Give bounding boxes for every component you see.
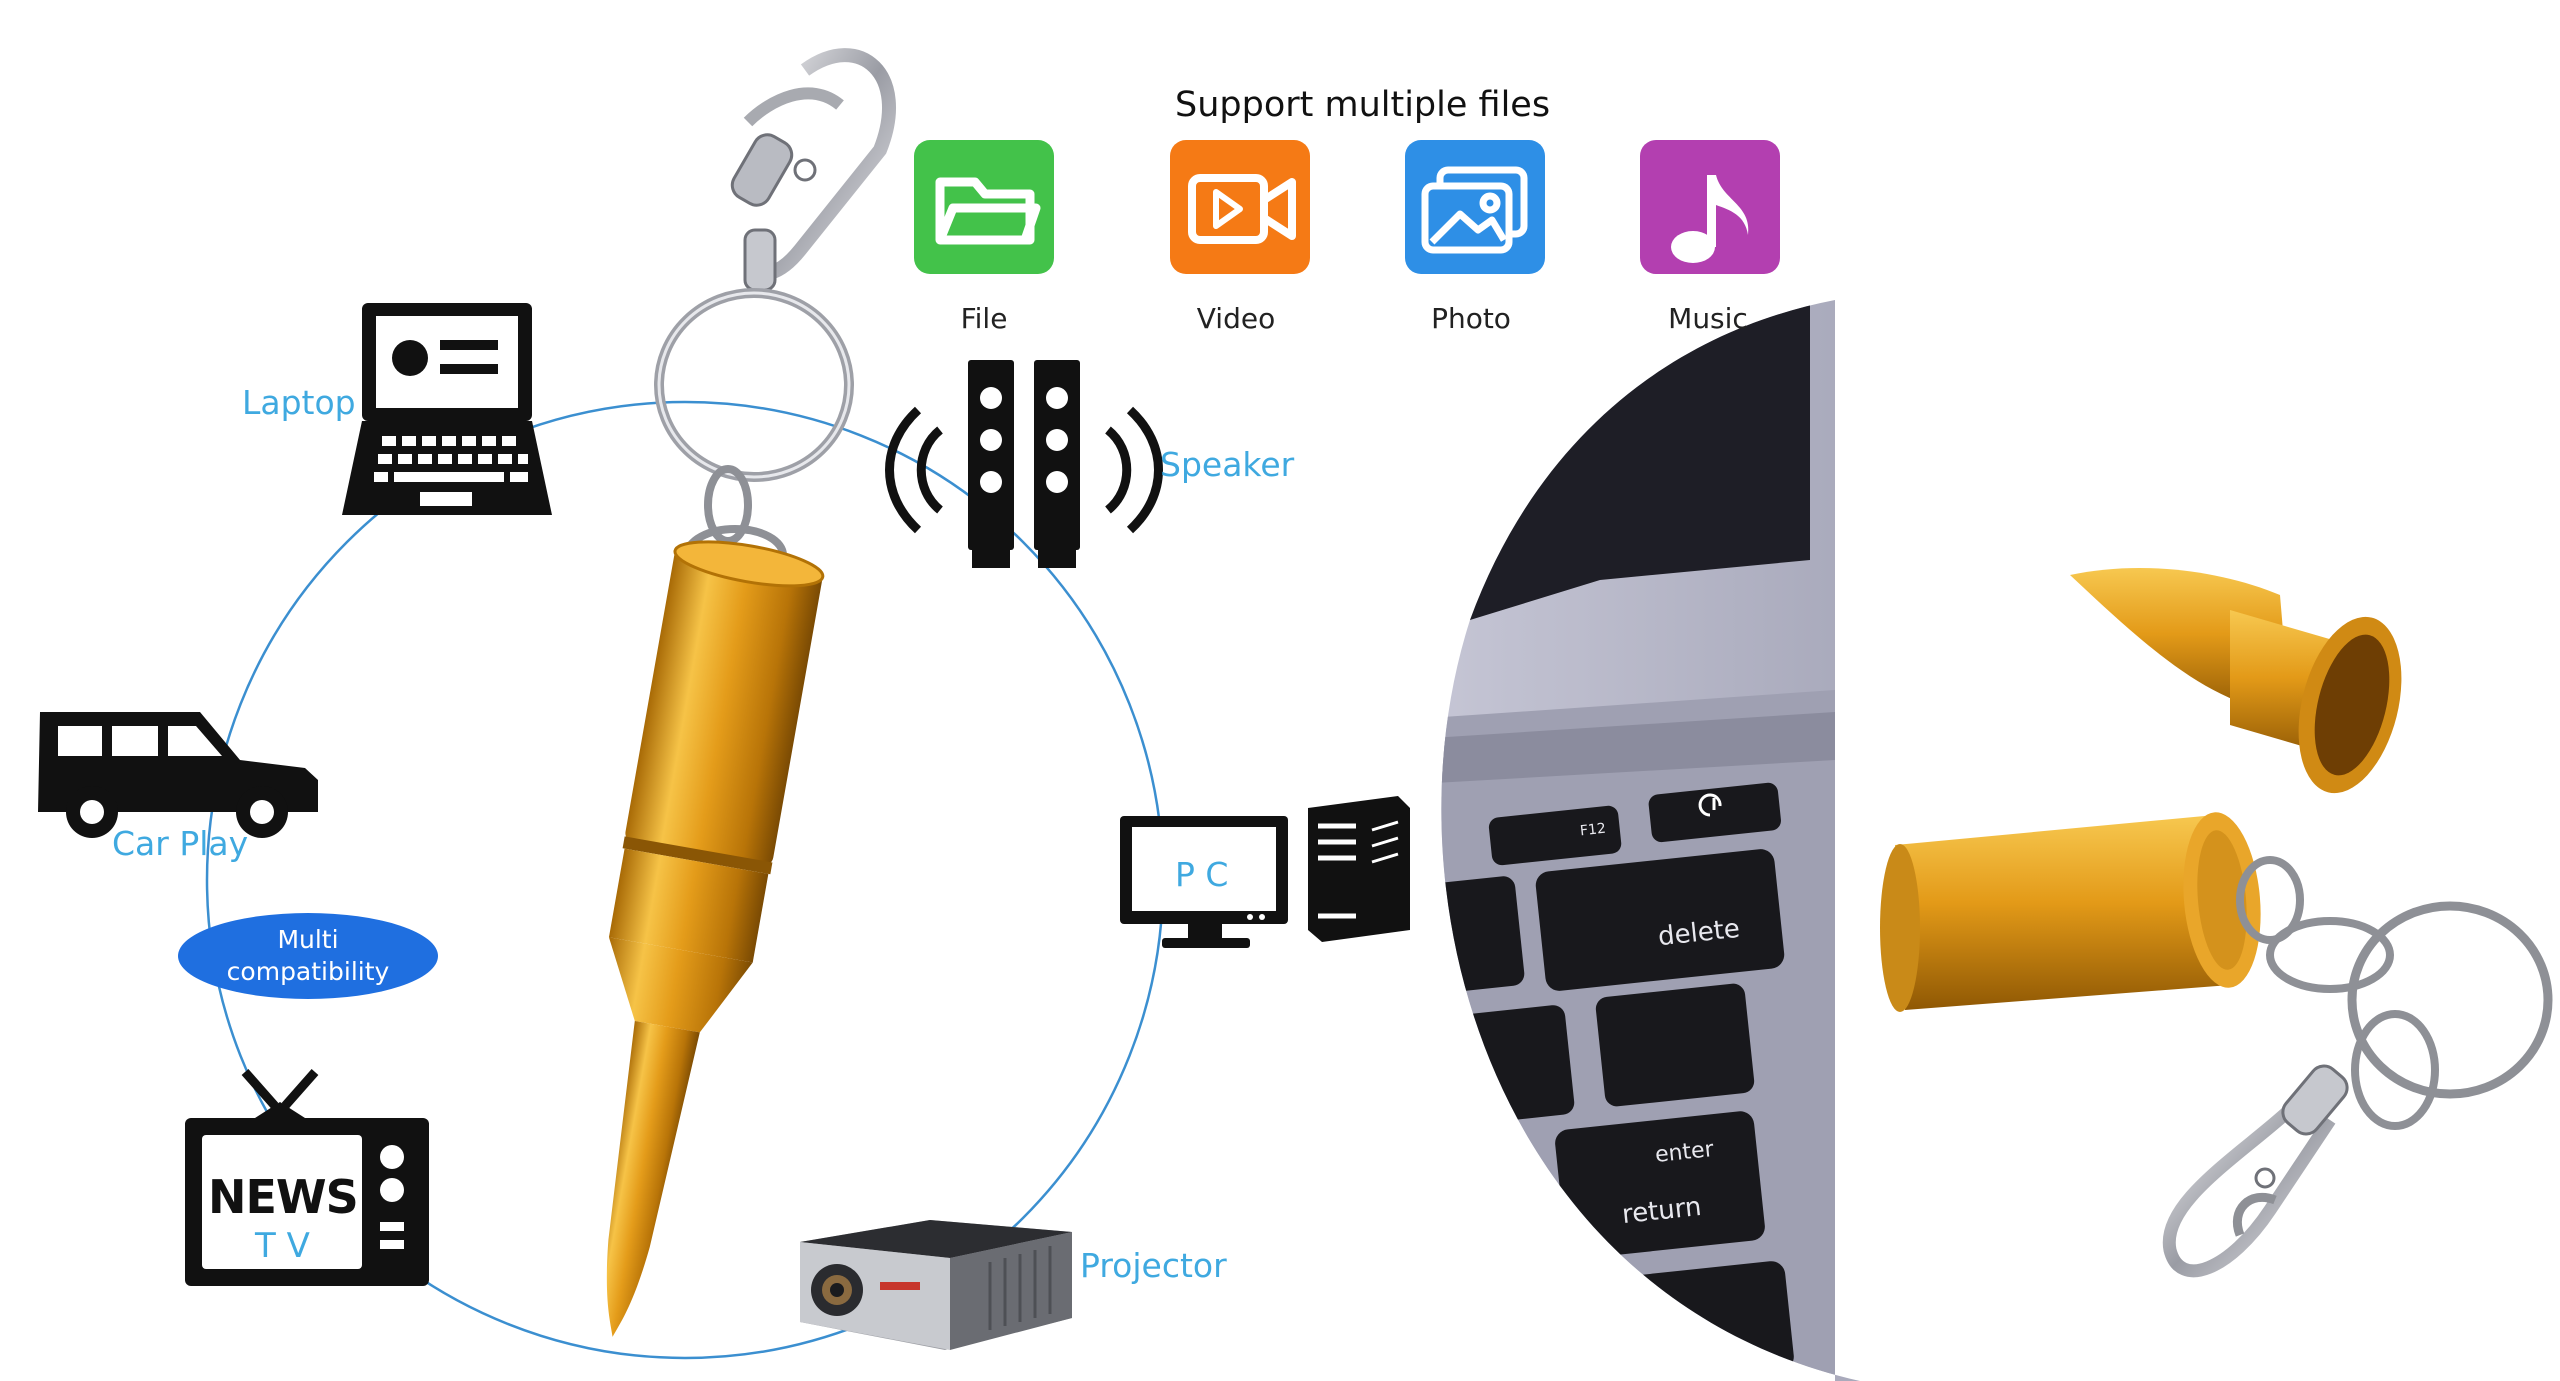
file-type-label-video: Video [1196, 302, 1276, 335]
tv-label-tv: T V [255, 1226, 310, 1266]
device-label-speaker: Speaker [1160, 445, 1295, 484]
music-icon [1671, 175, 1749, 263]
device-label-laptop: Laptop [242, 383, 356, 422]
photo-icon [1421, 166, 1528, 254]
device-label-projector: Projector [1080, 1246, 1227, 1285]
file-type-label-file: File [960, 302, 1008, 335]
header-title: Support multiple files [1175, 85, 1551, 125]
badge-line-2: compatibility [226, 957, 390, 986]
tv-label-news: NEWS [208, 1170, 359, 1224]
file-type-label-music: Music [1668, 302, 1748, 335]
tv-icon [185, 1069, 429, 1286]
car-icon [38, 712, 318, 838]
key-label-f12: F12 [1579, 820, 1607, 840]
folder-icon [935, 177, 1041, 245]
projector-image [800, 1220, 1072, 1350]
file-type-label-photo: Photo [1431, 302, 1511, 335]
multi-compatibility-badge: Multi compatibility [178, 913, 438, 999]
device-label-pc: P C [1175, 855, 1229, 894]
speaker-icon [885, 360, 1163, 568]
laptop-closeup [1441, 300, 1860, 1381]
pc-icon [1120, 796, 1410, 948]
bullet-cap [2070, 567, 2402, 794]
bullet-usb-drive [606, 540, 825, 1337]
laptop-icon [342, 303, 552, 515]
keychain-right [2162, 856, 2553, 1278]
badge-line-1: Multi [277, 925, 339, 954]
bullet-usb-body [1880, 812, 2261, 1012]
device-label-car: Car Play [112, 824, 249, 863]
video-icon [1188, 174, 1296, 244]
keychain-clip [730, 48, 896, 292]
